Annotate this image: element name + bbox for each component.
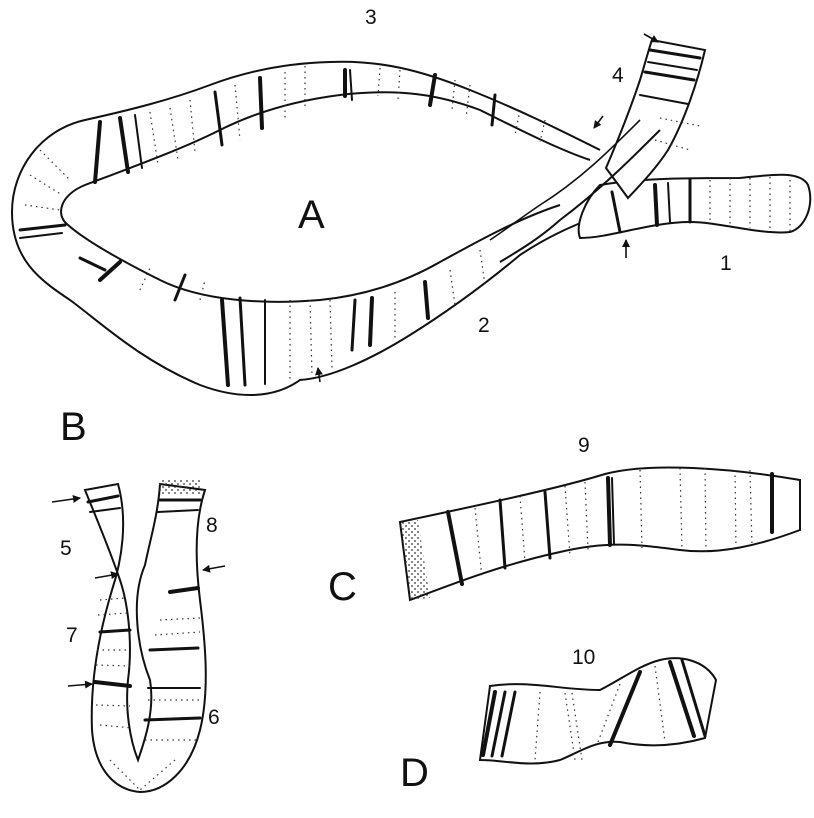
segment-label-3: 3: [365, 6, 377, 29]
segment-label-5: 5: [60, 537, 72, 560]
panel-c-label: C: [328, 565, 357, 609]
panel-b-stipple-tip: [158, 480, 200, 494]
panel-a-inner-outline: [61, 92, 590, 302]
panel-d-outline: [480, 658, 716, 763]
segment-label-8: 8: [206, 514, 218, 537]
panel-b-label: B: [60, 405, 87, 449]
panel-d-drawing: [480, 658, 716, 763]
panel-b-drawing: [52, 480, 225, 792]
segment-label-10: 10: [572, 646, 595, 669]
segment-label-2: 2: [478, 314, 490, 337]
panel-a-label: A: [298, 193, 325, 237]
segment-label-4: 4: [612, 64, 624, 87]
panel-a-drawing: [12, 34, 810, 395]
segment-label-9: 9: [578, 434, 590, 457]
segment-label-7: 7: [66, 624, 78, 647]
segment-label-1: 1: [720, 252, 732, 275]
segment-label-6: 6: [208, 706, 220, 729]
panel-d-label: D: [400, 751, 429, 795]
panel-b-outer-outline: [85, 484, 206, 792]
panel-c-drawing: [400, 467, 800, 600]
